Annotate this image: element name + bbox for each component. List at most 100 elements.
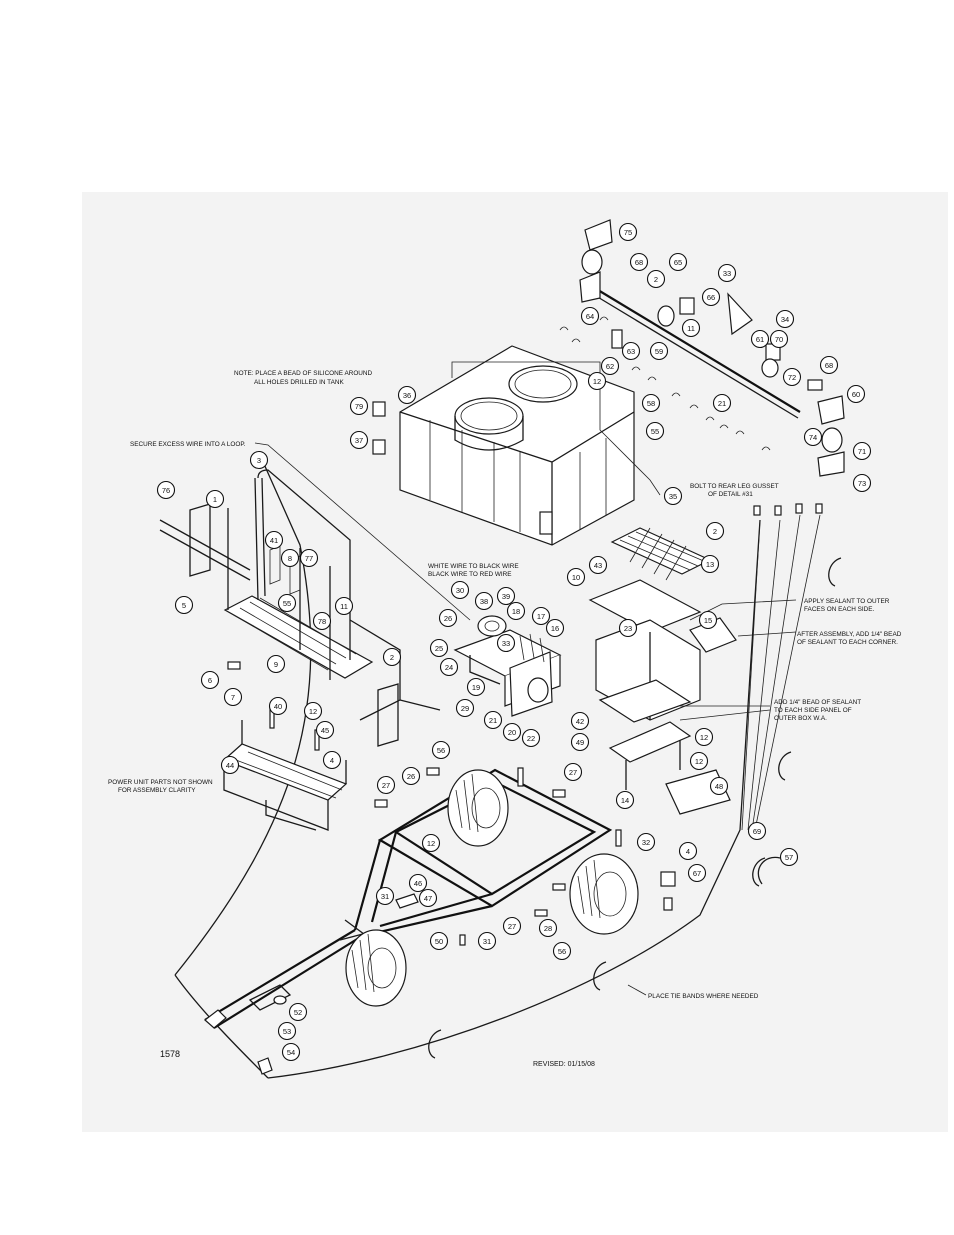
callout-circle	[646, 269, 666, 289]
callout-number: 29	[461, 704, 469, 713]
control-box	[588, 527, 737, 911]
callout-circle	[264, 530, 284, 550]
callout-circle	[438, 608, 458, 628]
callout-circle	[322, 750, 342, 770]
callout-35: 35	[663, 486, 683, 506]
callout-number: 23	[624, 624, 632, 633]
callout-64: 64	[580, 306, 600, 326]
callout-number: 46	[414, 879, 422, 888]
callout-circle	[506, 601, 526, 621]
callout-circle	[750, 329, 770, 349]
callout-59: 59	[649, 341, 669, 361]
callout-14: 14	[615, 790, 635, 810]
callout-9: 9	[266, 654, 286, 674]
callout-number: 4	[686, 847, 690, 856]
callout-52: 52	[288, 1002, 308, 1022]
callout-circle	[698, 610, 718, 630]
callout-42: 42	[570, 711, 590, 731]
callout-1: 1	[205, 489, 225, 509]
callout-16: 16	[545, 618, 565, 638]
callout-number: 55	[283, 599, 291, 608]
callout-2: 2	[382, 647, 402, 667]
callout-circle	[689, 751, 709, 771]
callout-31: 31	[375, 886, 395, 906]
callout-number: 79	[355, 402, 363, 411]
callout-circle	[303, 701, 323, 721]
callout-20: 20	[502, 722, 522, 742]
callout-circle	[205, 489, 225, 509]
callout-number: 48	[715, 782, 723, 791]
callout-39: 39	[496, 586, 516, 606]
callout-54: 54	[281, 1042, 301, 1062]
callout-number: 60	[852, 390, 860, 399]
callout-number: 2	[654, 275, 658, 284]
callout-78: 78	[312, 611, 332, 631]
callout-number: 27	[508, 922, 516, 931]
leader-line	[254, 442, 471, 621]
note-sealant-outer-line2: FACES ON EACH SIDE.	[804, 606, 875, 613]
callout-33: 33	[717, 263, 737, 283]
callout-53: 53	[277, 1021, 297, 1041]
callout-number: 12	[695, 757, 703, 766]
callout-number: 11	[687, 324, 695, 333]
callout-number: 59	[655, 347, 663, 356]
callout-circle	[281, 1042, 301, 1062]
callout-circle	[618, 222, 638, 242]
plug-54	[257, 1057, 273, 1075]
callout-37: 37	[349, 430, 369, 450]
callout-60: 60	[846, 384, 866, 404]
callout-circle	[668, 252, 688, 272]
callout-circle	[496, 633, 516, 653]
pump-assembly	[453, 615, 562, 717]
callout-circle	[376, 775, 396, 795]
callout-circle	[249, 450, 269, 470]
callout-number: 53	[283, 1027, 291, 1036]
callout-circle	[587, 371, 607, 391]
callout-44: 44	[220, 755, 240, 775]
callout-number: 1	[213, 495, 217, 504]
callout-circle	[280, 548, 300, 568]
callout-49: 49	[570, 732, 590, 752]
wheel-front-left	[345, 929, 407, 1007]
callout-number: 61	[756, 335, 764, 344]
callout-number: 27	[382, 781, 390, 790]
callout-number: 57	[785, 853, 793, 862]
note-power-unit-line2: FOR ASSEMBLY CLARITY	[118, 787, 196, 794]
note-tie-bands: PLACE TIE BANDS WHERE NEEDED	[648, 993, 759, 1000]
callout-41: 41	[264, 530, 284, 550]
callout-circle	[531, 606, 551, 626]
callout-number: 63	[627, 347, 635, 356]
callout-circle	[223, 687, 243, 707]
callout-circle	[397, 385, 417, 405]
note-after-assembly-line2: OF SEALANT TO EACH CORNER.	[797, 639, 898, 646]
callout-circle	[429, 931, 449, 951]
callout-number: 58	[647, 399, 655, 408]
callout-number: 26	[407, 772, 415, 781]
callout-circle	[552, 941, 572, 961]
callout-circle	[418, 888, 438, 908]
callout-48: 48	[709, 776, 729, 796]
callout-30: 30	[450, 580, 470, 600]
callout-circle	[502, 916, 522, 936]
callout-15: 15	[698, 610, 718, 630]
callout-circle	[779, 847, 799, 867]
callout-73: 73	[852, 473, 872, 493]
callout-number: 49	[576, 738, 584, 747]
callout-number: 14	[621, 796, 629, 805]
callout-26: 26	[438, 608, 458, 628]
leader-line	[689, 599, 797, 621]
callout-6: 6	[200, 670, 220, 690]
callout-circle	[439, 657, 459, 677]
callout-76: 76	[156, 480, 176, 500]
callout-number: 33	[723, 269, 731, 278]
callout-number: 76	[162, 486, 170, 495]
callout-circle	[401, 766, 421, 786]
callout-12: 12	[587, 371, 607, 391]
callout-2: 2	[705, 521, 725, 541]
wire-lead-2	[747, 519, 781, 831]
callout-number: 33	[502, 639, 510, 648]
callout-number: 70	[775, 335, 783, 344]
callout-number: 2	[713, 527, 717, 536]
callout-number: 34	[781, 315, 789, 324]
